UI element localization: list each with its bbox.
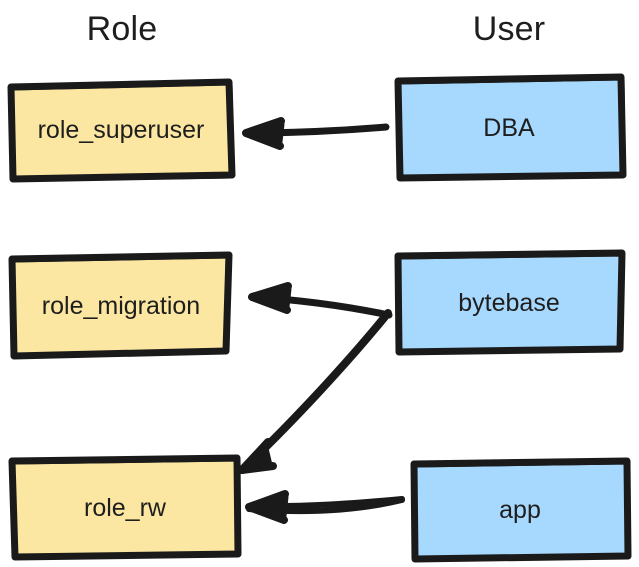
role-superuser-shape [7,78,236,183]
edge-app-to-role-rw [245,490,405,524]
app-shape [410,457,632,563]
role-rw-shape [8,454,242,561]
edge-bytebase-to-role-rw [238,309,392,474]
column-title-role: Role [86,10,158,48]
edge-bytebase-to-role-migration [248,282,393,319]
role-migration-shape [8,251,233,360]
bytebase-shape [394,249,626,356]
edge-dba-to-role-superuser [242,117,390,150]
dba-shape [394,73,627,182]
column-title-user: User [472,10,546,48]
